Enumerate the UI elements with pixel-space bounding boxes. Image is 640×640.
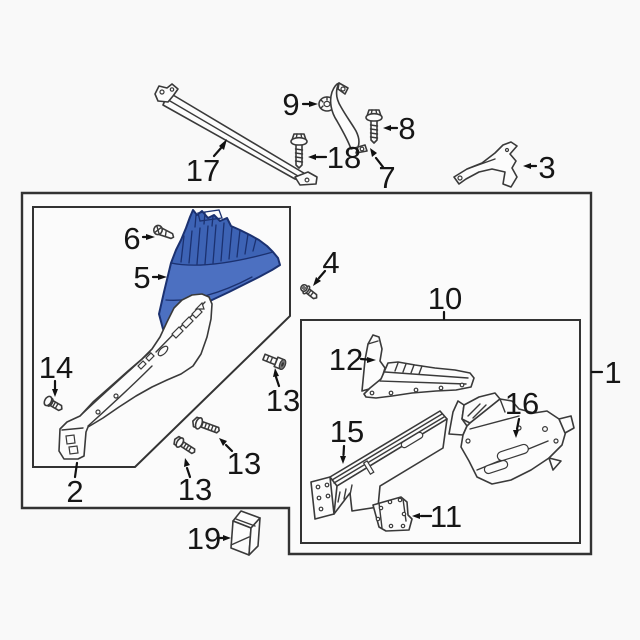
callout-17-label[interactable]: 17 bbox=[186, 153, 220, 188]
part-13-bolt-a[interactable] bbox=[262, 352, 287, 371]
part-19-spacer-block[interactable] bbox=[230, 510, 261, 556]
part-17-crossmember-bar[interactable] bbox=[154, 83, 318, 186]
part-14-rivet-bolt[interactable] bbox=[43, 395, 65, 413]
callout-8-label[interactable]: 8 bbox=[398, 111, 415, 146]
callout-4-label[interactable]: 4 bbox=[322, 245, 339, 280]
callout-16-label[interactable]: 16 bbox=[505, 386, 539, 421]
part-3-bracket[interactable] bbox=[453, 141, 518, 188]
callout-6-label[interactable]: 6 bbox=[123, 221, 140, 256]
group-box-2 bbox=[32, 206, 291, 468]
callout-13b-label[interactable]: 13 bbox=[227, 446, 261, 481]
part-6-clip[interactable] bbox=[152, 224, 176, 240]
part-11-mounting-plate[interactable] bbox=[372, 496, 413, 532]
callout-14-label[interactable]: 14 bbox=[39, 350, 73, 385]
part-7-brace-bracket[interactable] bbox=[329, 82, 368, 154]
callout-7-label[interactable]: 7 bbox=[378, 160, 395, 195]
callout-3-label[interactable]: 3 bbox=[538, 150, 555, 185]
group-box-1 bbox=[20, 191, 593, 556]
callout-2-label[interactable]: 2 bbox=[66, 474, 83, 509]
part-4-screw[interactable] bbox=[299, 283, 320, 302]
callout-10-label[interactable]: 10 bbox=[428, 281, 462, 316]
callout-19-label[interactable]: 19 bbox=[187, 521, 221, 556]
callout-labels: 17 9 18 8 7 3 6 5 14 4 13 13 13 2 19 10 … bbox=[39, 87, 622, 556]
callout-1-label[interactable]: 1 bbox=[604, 355, 621, 390]
part-8-bolt[interactable] bbox=[365, 109, 383, 144]
callout-13a-label[interactable]: 13 bbox=[266, 383, 300, 418]
callout-18-label[interactable]: 18 bbox=[327, 140, 361, 175]
part-18-bolt[interactable] bbox=[290, 133, 308, 169]
callout-12-label[interactable]: 12 bbox=[329, 342, 363, 377]
part-2-apron-panel[interactable] bbox=[58, 293, 213, 460]
part-12-bracket[interactable] bbox=[361, 334, 475, 399]
callout-13c-label[interactable]: 13 bbox=[178, 472, 212, 507]
part-13-bolt-b[interactable] bbox=[191, 416, 221, 436]
part-13-bolt-c[interactable] bbox=[172, 435, 197, 457]
callout-15-label[interactable]: 15 bbox=[330, 414, 364, 449]
callout-9-label[interactable]: 9 bbox=[282, 87, 299, 122]
part-16-outrigger-bracket[interactable] bbox=[448, 392, 575, 485]
part-15-frame-rail[interactable] bbox=[310, 410, 448, 520]
callout-5-label[interactable]: 5 bbox=[133, 260, 150, 295]
group-box-10 bbox=[300, 319, 581, 544]
callout-11-label[interactable]: 11 bbox=[430, 499, 462, 534]
leader-arrows bbox=[52, 101, 604, 541]
